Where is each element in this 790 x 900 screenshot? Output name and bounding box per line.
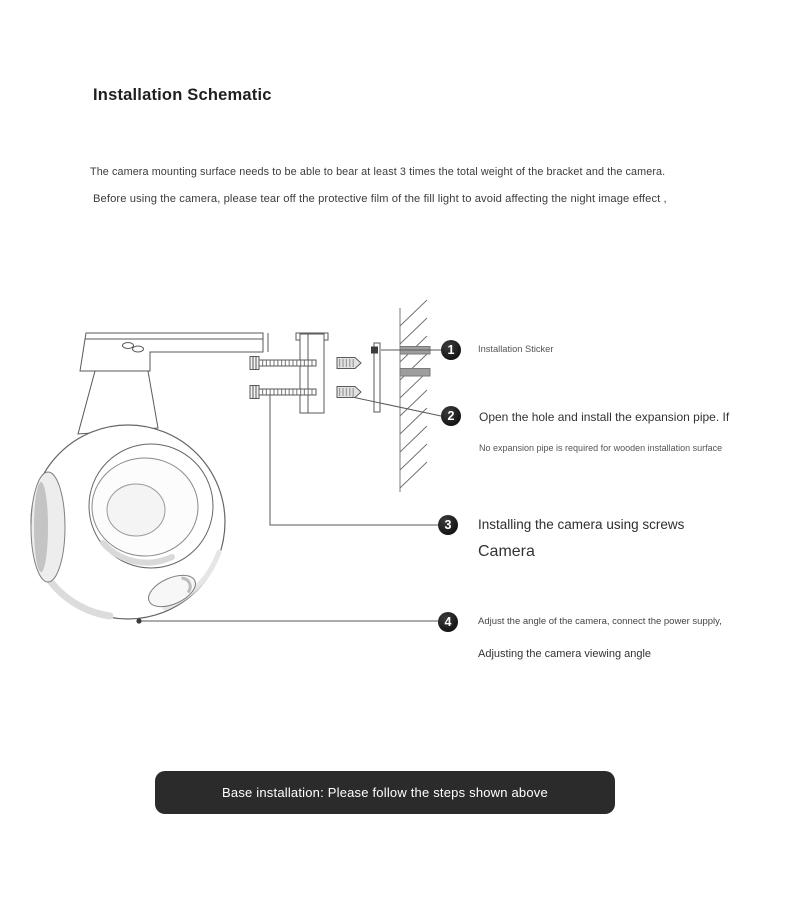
step-2-sublabel: No expansion pipe is required for wooden… [479, 443, 723, 453]
page-title: Installation Schematic [93, 86, 272, 104]
camera-foot [148, 574, 196, 608]
step-3-sublabel: Camera [478, 543, 535, 560]
note-weight: The camera mounting surface needs to be … [90, 166, 666, 178]
camera-lens [88, 443, 214, 569]
step-2-badge: 2 [441, 406, 461, 426]
step-1-label: Installation Sticker [478, 344, 554, 354]
step-4-sublabel: Adjusting the camera viewing angle [478, 648, 652, 660]
leader-line-step-2 [351, 396, 442, 417]
note-protective-film: Before using the camera, please tear off… [93, 193, 667, 205]
installation-sticker-icon [371, 342, 381, 413]
expansion-pipe-icon-1 [336, 357, 362, 369]
screw-icon-2 [249, 385, 317, 399]
footer-banner: Base installation: Please follow the ste… [155, 771, 615, 814]
step-3-label: Installing the camera using screws [478, 517, 685, 532]
step-2-label: Open the hole and install the expansion … [479, 410, 730, 424]
leader-line-step-3 [269, 394, 438, 526]
wall-hatching [399, 299, 428, 492]
expansion-pipe-icon-2 [336, 386, 362, 398]
camera-hinge [30, 471, 66, 583]
bracket-neck [77, 370, 159, 435]
step-4-badge: 4 [438, 612, 458, 632]
leader-lines [136, 349, 442, 624]
step-1-badge: 1 [441, 340, 461, 360]
step-4-label: Adjust the angle of the camera, connect … [478, 616, 722, 627]
wall-hole-icon [399, 346, 431, 377]
bracket-arm [79, 332, 269, 372]
camera-illustration [30, 424, 226, 620]
mounting-plate [295, 332, 329, 414]
step-3-badge: 3 [438, 515, 458, 535]
screw-icon-1 [249, 356, 317, 370]
